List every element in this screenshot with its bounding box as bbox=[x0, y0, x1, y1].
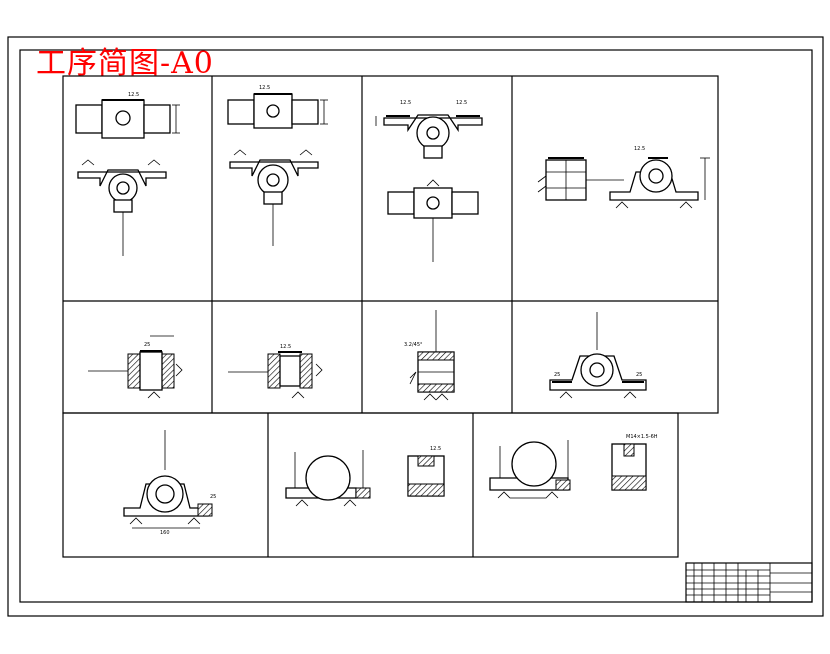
operation-8-sketch: 25 25 bbox=[549, 312, 647, 399]
operation-11-thread-label: M14×1.5-6H bbox=[626, 434, 658, 440]
operation-3-sketch: 12.5 12.5 bbox=[375, 100, 483, 262]
operation-3-roughness-label-right: 12.5 bbox=[456, 100, 467, 106]
title-block bbox=[685, 562, 813, 603]
operation-4-sketch: 12.5 bbox=[537, 146, 710, 209]
operation-6-roughness-label: 12.5 bbox=[280, 344, 291, 350]
operation-1-roughness-label: 12.5 bbox=[128, 92, 139, 98]
operation-5-dimension-label: 25 bbox=[144, 342, 150, 348]
operation-8-roughness-label-left: 25 bbox=[554, 372, 560, 378]
operation-5-sketch: 25 bbox=[88, 335, 183, 399]
operation-10-roughness-label: 12.5 bbox=[430, 446, 441, 452]
operation-3-roughness-label-left: 12.5 bbox=[400, 100, 411, 106]
operation-4-roughness-label: 12.5 bbox=[634, 146, 645, 152]
operation-1-sketch: 12.5 bbox=[75, 92, 180, 256]
inner-frame bbox=[19, 49, 813, 603]
operation-2-sketch: 12.5 bbox=[227, 85, 328, 246]
operation-9-sketch: 160 25 bbox=[123, 430, 216, 536]
operation-7-sketch: 3.2/45° bbox=[404, 310, 455, 401]
operation-9-roughness-label: 25 bbox=[210, 494, 216, 500]
sheet-title: 工序简图-A0 bbox=[36, 46, 214, 81]
operation-9-dimension-label: 160 bbox=[160, 530, 170, 536]
operation-grid bbox=[62, 75, 719, 558]
operation-6-sketch: 12.5 bbox=[228, 344, 323, 399]
operation-2-roughness-label: 12.5 bbox=[259, 85, 270, 91]
operation-11-sketch: M14×1.5-6H bbox=[489, 434, 658, 499]
operation-8-roughness-label-right: 25 bbox=[636, 372, 642, 378]
operation-10-sketch: 12.5 bbox=[285, 446, 445, 507]
operation-7-chamfer-label: 3.2/45° bbox=[404, 342, 423, 348]
outer-frame bbox=[7, 36, 824, 617]
